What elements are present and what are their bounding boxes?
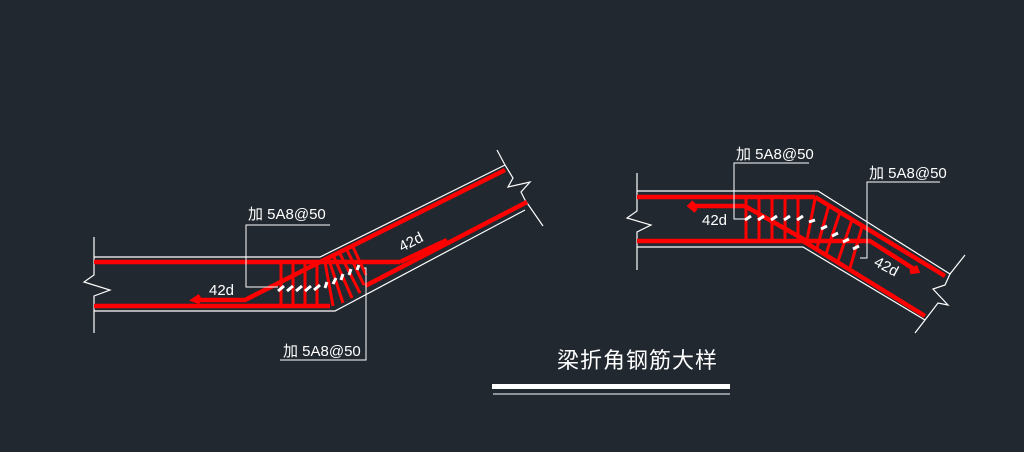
title-underline-thick: [492, 384, 730, 389]
left-main-rebars: [94, 167, 529, 309]
drawing-title: 梁折角钢筋大样: [557, 349, 718, 374]
drawing-title-block: 梁折角钢筋大样: [492, 349, 730, 395]
left-anchor-lower-label: 42d: [209, 282, 234, 299]
right-right-callout-label: 加 5A8@50: [869, 165, 947, 182]
left-beam-detail: 加 5A8@50 加 5A8@50 42d 42d: [82, 149, 544, 361]
left-leader-lines: [245, 224, 367, 361]
left-beam-outline: [82, 149, 544, 333]
left-top-callout-label: 加 5A8@50: [248, 206, 326, 223]
right-top-callout-label: 加 5A8@50: [736, 146, 814, 163]
right-leader-lines: [733, 162, 940, 259]
right-anchor-left-label: 42d: [702, 212, 727, 229]
right-left-break-line-icon: [625, 173, 653, 270]
lower-right-break-line-icon: [914, 254, 966, 334]
left-break-line-icon: [82, 237, 112, 333]
right-main-rebars: [637, 194, 947, 318]
right-beam-outline: [625, 173, 966, 334]
upper-right-break-line-icon: [496, 149, 544, 227]
right-stirrups: [744, 198, 864, 269]
right-added-ties: [744, 214, 860, 251]
left-added-ties: [277, 264, 361, 293]
left-bottom-callout-label: 加 5A8@50: [283, 343, 361, 360]
right-beam-detail: 加 5A8@50 加 5A8@50 42d 42d: [625, 146, 966, 334]
